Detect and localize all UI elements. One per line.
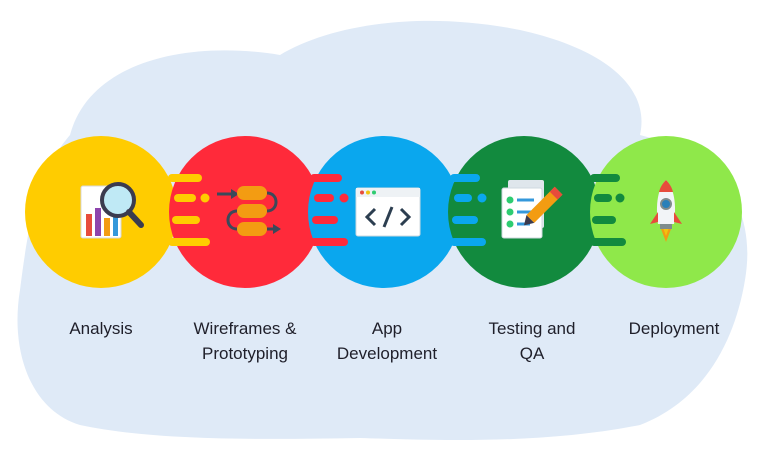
step-label-testing: Testing and QA <box>457 316 607 366</box>
code-window-icon <box>355 187 421 237</box>
label-line: Prototyping <box>202 344 288 363</box>
label-line: Analysis <box>69 319 133 338</box>
step-label-deployment: Deployment <box>599 316 749 341</box>
checklist-pencil-icon <box>501 180 563 239</box>
label-line: Development <box>336 344 438 363</box>
label-line: App <box>371 319 403 338</box>
rocket-icon <box>650 180 682 242</box>
step-label-analysis: Analysis <box>26 316 176 341</box>
wireframe-flow-icon <box>217 186 281 236</box>
step-label-wireframes: Wireframes & Prototyping <box>170 316 320 366</box>
label-line: Deployment <box>628 319 720 338</box>
label-line: Testing and <box>488 319 576 338</box>
step-label-development: App Development <box>312 316 462 366</box>
label-line: Wireframes & <box>193 319 297 338</box>
label-line: QA <box>519 344 545 363</box>
analysis-magnifier-icon <box>80 182 144 239</box>
